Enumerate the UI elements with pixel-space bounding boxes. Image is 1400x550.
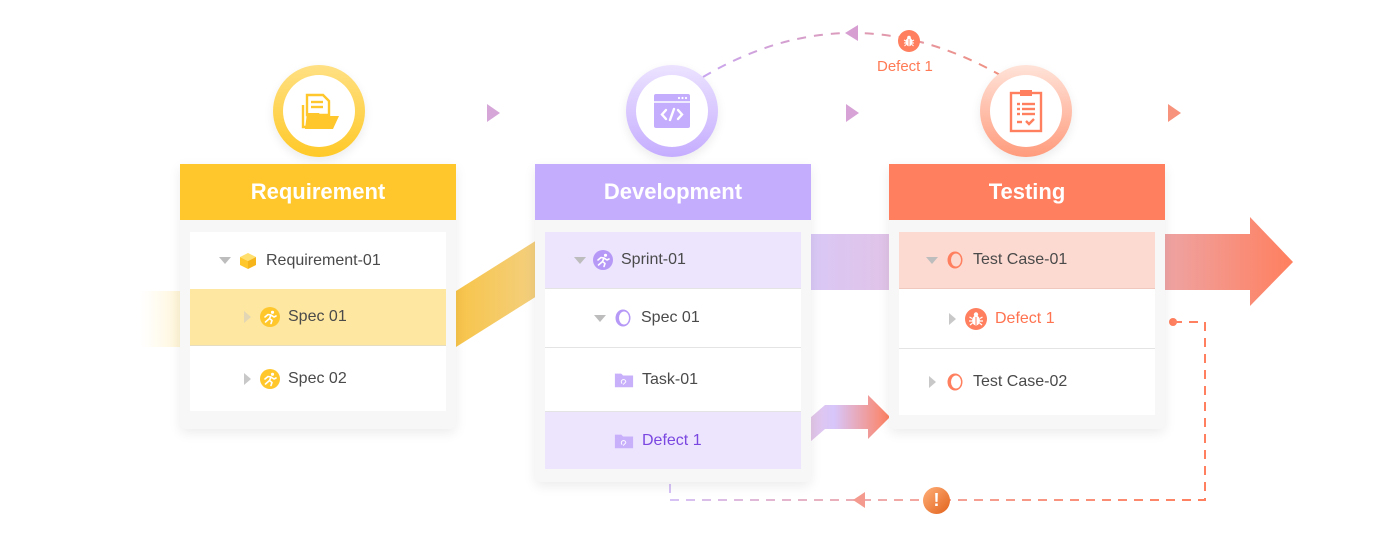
tree-row-spec-01[interactable]: Spec 01 xyxy=(190,289,446,346)
tree-row-defect-1[interactable]: Defect 1 xyxy=(545,412,801,469)
development-tree: Sprint-01 Spec 01 Task-01 Defect 1 xyxy=(545,232,801,469)
loop-arrowhead xyxy=(853,492,865,508)
folder-attachment-icon xyxy=(614,370,634,390)
requirement-card-title: Requirement xyxy=(180,164,456,220)
folder-attachment-icon xyxy=(614,431,634,451)
caret-down-icon[interactable] xyxy=(926,255,938,265)
clipboard-checklist-icon xyxy=(1009,90,1043,133)
tree-row-label: Spec 01 xyxy=(641,309,700,326)
tree-row-label: Test Case-01 xyxy=(973,251,1068,268)
ring-icon xyxy=(613,308,633,328)
tree-row-label: Task-01 xyxy=(642,370,699,388)
caret-right-icon[interactable] xyxy=(242,372,252,385)
caret-down-icon[interactable] xyxy=(574,255,586,265)
testing-tree: Test Case-01 Defect 1 Test Case-02 xyxy=(899,232,1155,415)
runner-icon xyxy=(260,368,280,389)
testing-card: Testing Test Case-01 Defect 1 Test Case-… xyxy=(889,164,1165,429)
caret-down-icon[interactable] xyxy=(219,256,231,266)
development-card: Development Sprint-01 Spec 01 Task-01 xyxy=(535,164,811,482)
tree-row-label: Defect 1 xyxy=(642,431,702,449)
arc-bug-icon xyxy=(898,30,920,52)
ring-icon xyxy=(945,372,965,392)
tree-row-test-case-02[interactable]: Test Case-02 xyxy=(899,349,1155,415)
testing-stage-icon xyxy=(980,65,1072,157)
requirement-to-development-band xyxy=(456,240,537,347)
runner-icon xyxy=(593,250,613,270)
tree-row-label: Spec 01 xyxy=(288,308,347,325)
tree-row-sprint-01[interactable]: Sprint-01 xyxy=(545,232,801,289)
requirement-tree: Requirement-01 Spec 01 Spec 02 xyxy=(190,232,446,411)
flow-arrowhead-2 xyxy=(846,104,859,122)
caret-right-icon[interactable] xyxy=(242,311,252,323)
cube-icon xyxy=(238,251,258,271)
arc-defect-label: Defect 1 xyxy=(877,58,933,75)
code-window-icon xyxy=(654,94,690,128)
development-to-testing-band xyxy=(810,234,890,290)
tree-row-requirement-01[interactable]: Requirement-01 xyxy=(190,232,446,289)
tree-row-label: Test Case-02 xyxy=(973,373,1068,390)
defect-return-arc xyxy=(702,32,1001,78)
tree-row-label: Requirement-01 xyxy=(266,251,381,269)
testing-card-title: Testing xyxy=(889,164,1165,220)
caret-right-icon[interactable] xyxy=(947,312,957,325)
ring-icon xyxy=(945,250,965,270)
tree-row-label: Spec 02 xyxy=(288,369,347,387)
folder-document-icon xyxy=(301,93,339,129)
tree-row-test-case-01[interactable]: Test Case-01 xyxy=(899,232,1155,289)
caret-right-icon[interactable] xyxy=(927,376,937,388)
runner-icon xyxy=(260,307,280,327)
tree-row-task-01[interactable]: Task-01 xyxy=(545,348,801,412)
tree-row-label: Sprint-01 xyxy=(621,251,686,268)
defect-flow-arrow xyxy=(810,395,890,442)
development-card-title: Development xyxy=(535,164,811,220)
output-arrow xyxy=(1164,217,1293,306)
caret-down-icon[interactable] xyxy=(594,313,606,323)
flow-arrowhead-1 xyxy=(487,104,500,122)
requirement-card: Requirement Requirement-01 Spec 01 Spec … xyxy=(180,164,456,429)
tree-row-defect-1[interactable]: Defect 1 xyxy=(899,289,1155,349)
flow-arrowhead-3 xyxy=(1168,104,1181,122)
arc-arrowhead xyxy=(845,25,858,41)
tree-row-spec-02[interactable]: Spec 02 xyxy=(190,346,446,411)
bug-icon xyxy=(965,307,987,330)
development-stage-icon xyxy=(626,65,718,157)
warning-icon: ! xyxy=(923,487,950,514)
requirement-stage-icon xyxy=(273,65,365,157)
tree-row-label: Defect 1 xyxy=(995,309,1055,327)
tree-row-spec-01[interactable]: Spec 01 xyxy=(545,289,801,348)
defect-loop-line xyxy=(669,321,1206,501)
